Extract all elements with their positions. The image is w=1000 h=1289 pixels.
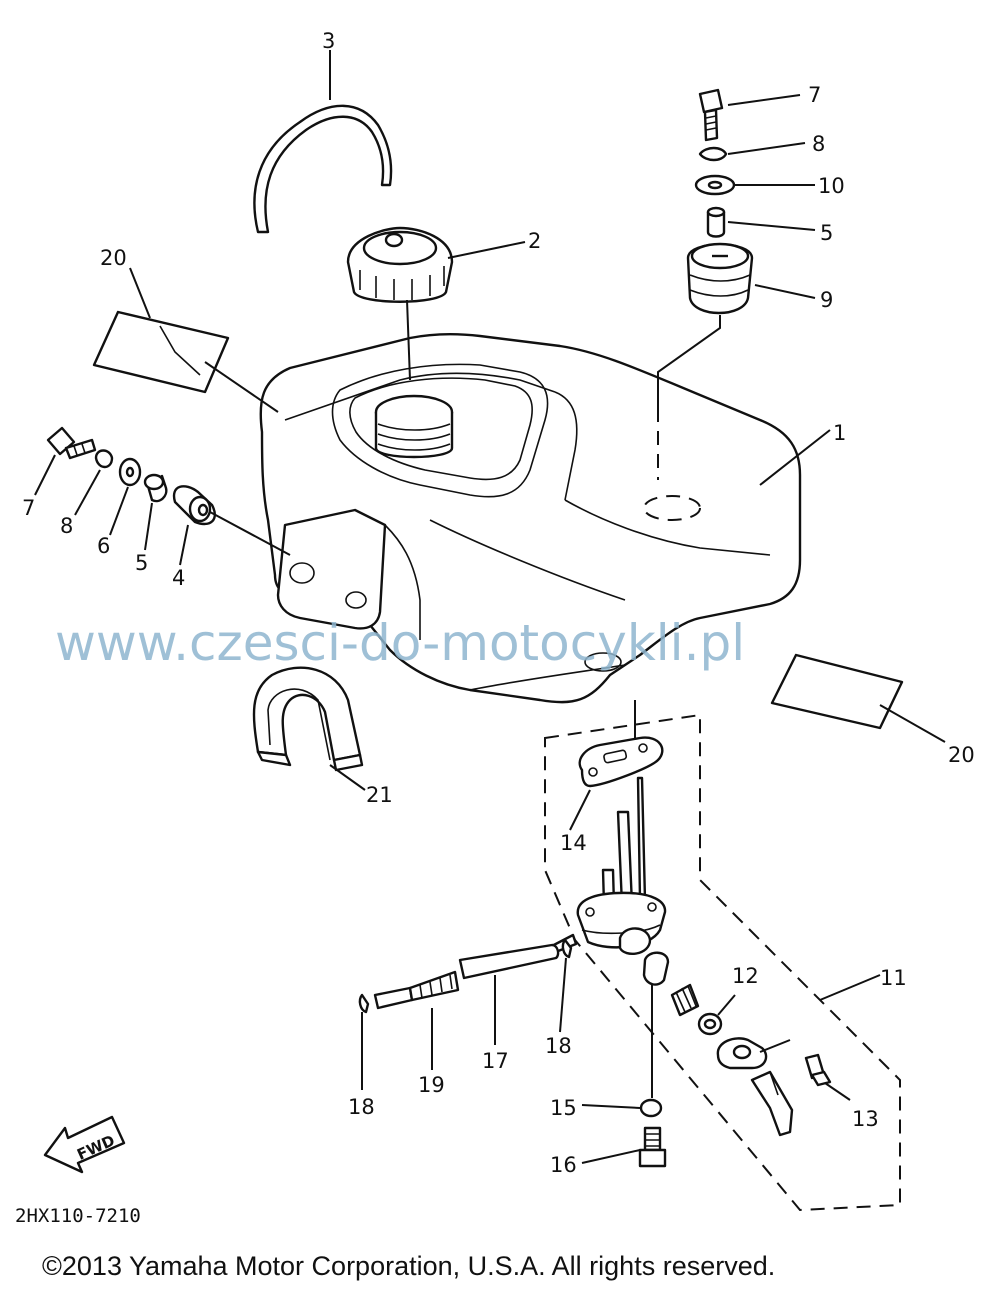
callout-13: 13 (852, 1107, 879, 1131)
callout-18-right: 18 (545, 1034, 572, 1058)
hose-fitting (373, 970, 460, 1010)
tank-pad-right (770, 653, 946, 743)
petcock-spring (670, 983, 700, 1017)
callout-5-left: 5 (135, 551, 148, 575)
petcock-gasket (569, 736, 664, 831)
callout-8-left: 8 (60, 514, 73, 538)
copyright: ©2013 Yamaha Motor Corporation, U.S.A. A… (42, 1251, 775, 1281)
callout-2: 2 (528, 229, 541, 253)
hose-clip-left (358, 993, 370, 1014)
fuel-tank (259, 333, 802, 704)
fuel-cap (346, 226, 454, 303)
callout-3: 3 (322, 29, 335, 53)
callout-16: 16 (550, 1153, 577, 1177)
callout-7-right: 7 (808, 83, 821, 107)
callout-18-left: 18 (348, 1095, 375, 1119)
watermark: www.czesci-do-motocykli.pl (55, 614, 745, 672)
callout-15: 15 (550, 1096, 577, 1120)
callout-1: 1 (833, 421, 846, 445)
diagram-code: 2HX110-7210 (15, 1205, 141, 1227)
o-ring (697, 994, 736, 1036)
petcock-lever (716, 1037, 794, 1137)
hose-clip-right (561, 938, 573, 959)
fuel-petcock (546, 776, 667, 957)
callout-7-left: 7 (22, 496, 35, 520)
lever-screw (804, 1053, 851, 1101)
callout-9: 9 (820, 288, 833, 312)
callout-20-left: 20 (100, 246, 127, 270)
callout-20-right: 20 (948, 743, 975, 767)
callout-12: 12 (732, 964, 759, 988)
callout-4: 4 (172, 566, 185, 590)
callout-11: 11 (880, 966, 907, 990)
breather-hose (253, 104, 393, 234)
front-mount-hardware (46, 426, 291, 556)
callout-8-right: 8 (812, 132, 825, 156)
callout-14: 14 (560, 831, 587, 855)
callout-19: 19 (418, 1073, 445, 1097)
callout-21: 21 (366, 783, 393, 807)
rear-mount-hardware (657, 88, 754, 480)
petcock-assembly-boundary (544, 713, 901, 1212)
drain-washer (581, 1098, 663, 1118)
callout-17: 17 (482, 1049, 509, 1073)
hose-clamp (252, 666, 366, 791)
callout-6: 6 (97, 534, 110, 558)
forward-arrow-icon: FWD (43, 1115, 126, 1174)
callout-5-right: 5 (820, 221, 833, 245)
drain-bolt (581, 1126, 667, 1168)
petcock-strainer (642, 951, 670, 1098)
tank-pad-left (92, 310, 279, 413)
fuel-hose (458, 943, 560, 980)
callout-10: 10 (818, 174, 845, 198)
